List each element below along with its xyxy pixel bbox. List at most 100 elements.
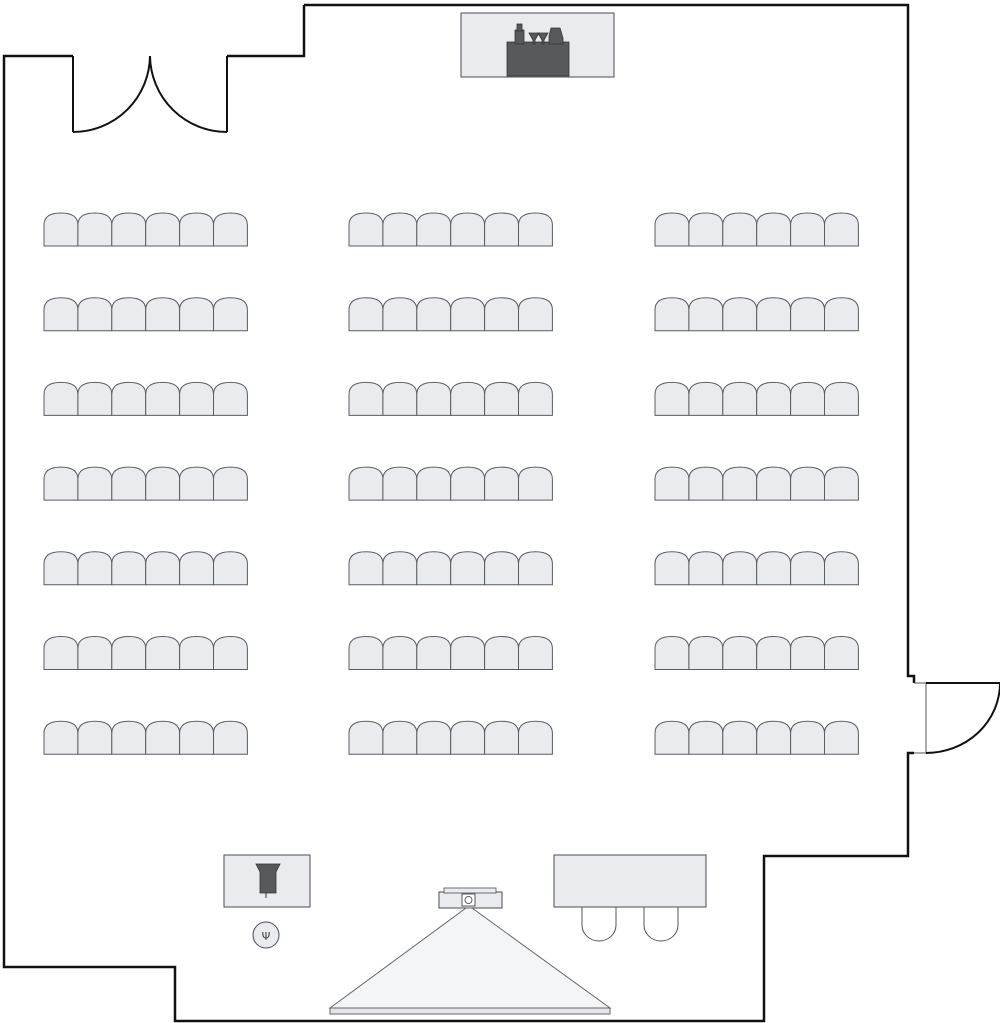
chair[interactable] [484,551,519,586]
chair[interactable] [179,551,214,586]
chair[interactable] [77,720,113,755]
chair[interactable] [688,212,724,247]
chair[interactable] [348,551,384,586]
chair[interactable] [756,720,792,755]
chair[interactable] [416,466,452,501]
chair[interactable] [722,720,758,755]
chair[interactable] [654,297,690,332]
chair[interactable] [416,297,452,332]
chair[interactable] [756,297,792,332]
chair[interactable] [654,381,690,416]
chair[interactable] [722,466,758,501]
chair[interactable] [43,212,79,247]
chair[interactable] [790,381,825,416]
chair[interactable] [77,635,113,670]
chair[interactable] [756,635,792,670]
chair[interactable] [213,551,248,586]
chair[interactable] [722,297,758,332]
chair[interactable] [179,297,214,332]
chair[interactable] [518,720,553,755]
chair[interactable] [824,212,859,247]
projector-icon[interactable] [438,887,503,909]
chair[interactable] [111,466,147,501]
chair[interactable] [654,551,690,586]
chair[interactable] [213,381,248,416]
chair[interactable] [484,212,519,247]
chair[interactable] [688,635,724,670]
chair[interactable] [382,297,418,332]
chair[interactable] [518,635,553,670]
chair[interactable] [756,466,792,501]
chair[interactable] [484,466,519,501]
chair[interactable] [77,297,113,332]
chair[interactable] [722,381,758,416]
chair[interactable] [756,551,792,586]
chair[interactable] [688,297,724,332]
chair[interactable] [111,635,147,670]
chair[interactable] [145,551,181,586]
chair[interactable] [213,297,248,332]
chair[interactable] [450,297,486,332]
chair[interactable] [382,551,418,586]
chair[interactable] [43,551,79,586]
chair[interactable] [179,466,214,501]
chair[interactable] [348,466,384,501]
chair[interactable] [43,720,79,755]
chair[interactable] [824,297,859,332]
chair[interactable] [654,720,690,755]
chair[interactable] [824,635,859,670]
chair[interactable] [484,297,519,332]
chair[interactable] [756,381,792,416]
chair[interactable] [382,212,418,247]
chair[interactable] [518,212,553,247]
chair[interactable] [179,720,214,755]
chair[interactable] [416,381,452,416]
chair[interactable] [43,466,79,501]
chair[interactable] [518,551,553,586]
chair[interactable] [450,466,486,501]
chair[interactable] [213,212,248,247]
microphone-icon[interactable]: Ψ [252,921,280,949]
chair[interactable] [416,635,452,670]
chair[interactable] [688,551,724,586]
chair[interactable] [348,720,384,755]
chair[interactable] [382,635,418,670]
chair[interactable] [688,720,724,755]
chair[interactable] [688,381,724,416]
chair[interactable] [450,551,486,586]
chair[interactable] [179,212,214,247]
chair[interactable] [43,381,79,416]
chair[interactable] [213,466,248,501]
chair[interactable] [450,212,486,247]
chair[interactable] [145,381,181,416]
chair[interactable] [450,381,486,416]
chair[interactable] [654,212,690,247]
chair[interactable] [416,212,452,247]
chair[interactable] [179,635,214,670]
chair[interactable] [145,212,181,247]
chair[interactable] [756,212,792,247]
chair[interactable] [382,381,418,416]
chair[interactable] [213,720,248,755]
chair[interactable] [518,466,553,501]
chair[interactable] [824,381,859,416]
chair[interactable] [654,635,690,670]
chair[interactable] [824,551,859,586]
chair[interactable] [382,466,418,501]
chair[interactable] [722,635,758,670]
chair[interactable] [77,466,113,501]
chair[interactable] [722,551,758,586]
chair[interactable] [790,720,825,755]
chair[interactable] [77,551,113,586]
chair[interactable] [145,297,181,332]
chair[interactable] [111,720,147,755]
chair[interactable] [484,381,519,416]
chair[interactable] [518,297,553,332]
chair[interactable] [688,466,724,501]
chair[interactable] [790,551,825,586]
chair[interactable] [484,635,519,670]
chair[interactable] [145,466,181,501]
chair[interactable] [348,381,384,416]
chair[interactable] [790,297,825,332]
chair[interactable] [416,720,452,755]
